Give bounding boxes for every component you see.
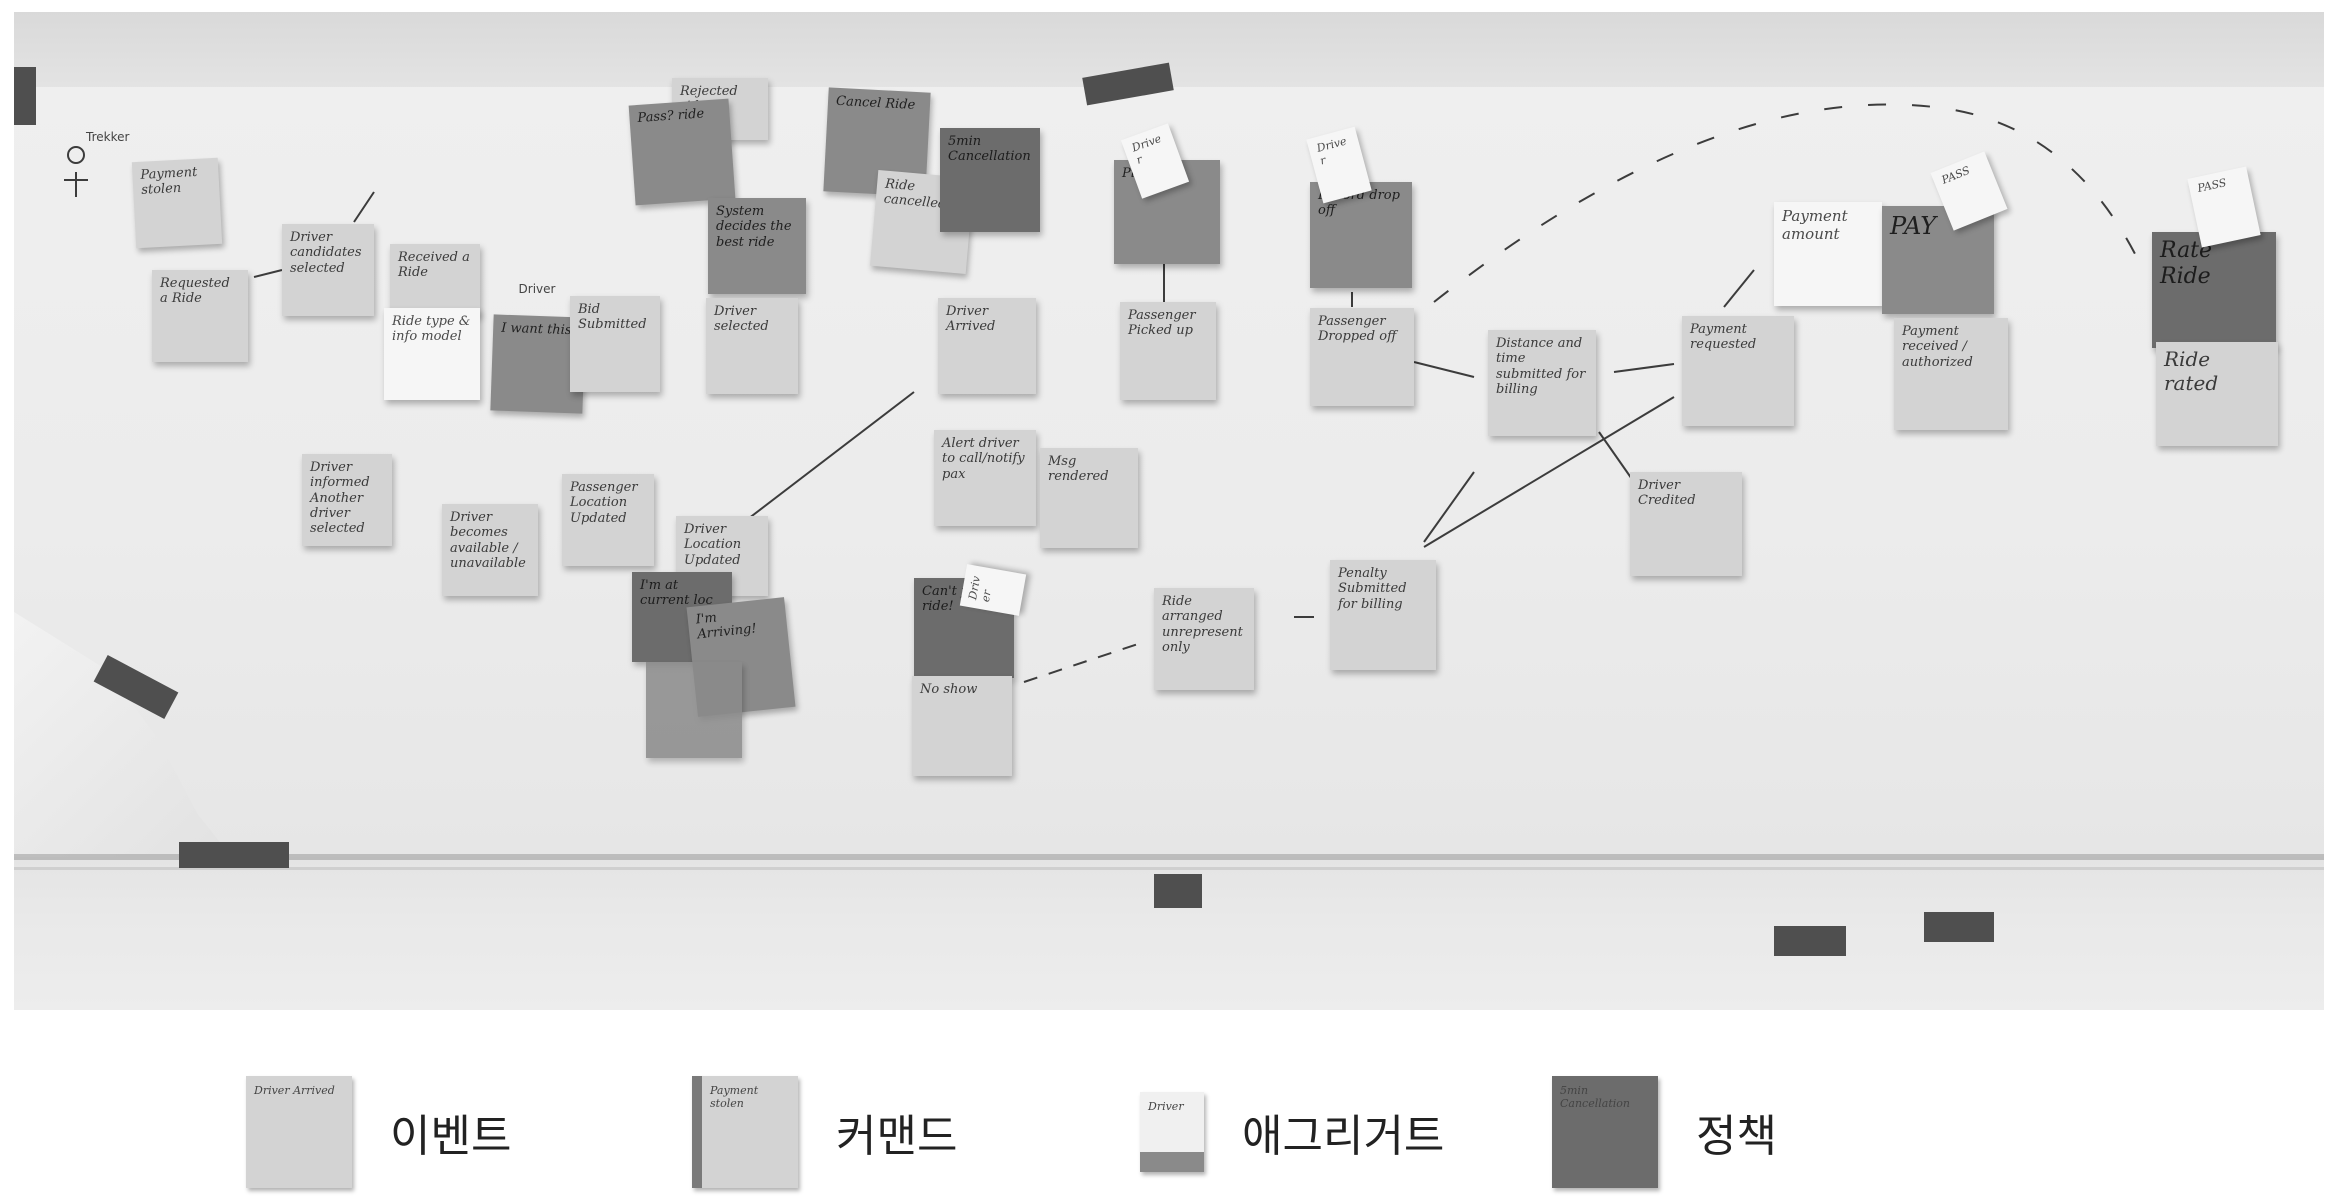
sticky-note: Driver becomes available / unavailable [442, 504, 538, 596]
sticky-note: Driver selected [706, 298, 798, 394]
sticky-note: System decides the best ride [708, 198, 806, 294]
tape [1924, 912, 1994, 942]
sticky-note: Payment amount [1774, 202, 1882, 306]
sticky-note: Distance and time submitted for billing [1488, 330, 1596, 436]
sticky-note: Alert driver to call/notify pax [934, 430, 1036, 526]
actor-driver: Driver [518, 282, 556, 296]
sticky-note: Driver candidates selected [282, 224, 374, 316]
sticky-note: Payment requested [1682, 316, 1794, 426]
sticky-note: Ride arranged unrepresent only [1154, 588, 1254, 690]
sticky-note: Driver Credited [1630, 472, 1742, 576]
sticky-note: Payment received / authorized [1894, 318, 2008, 430]
wall-rail [14, 854, 2324, 860]
sticky-note: Driver Arrived [938, 298, 1036, 394]
sticky-note: Passenger Picked up [1120, 302, 1216, 400]
tape [14, 67, 36, 125]
legend-item-event: Driver Arrived 이벤트 [246, 1076, 511, 1188]
sticky-note: PAY [1882, 206, 1994, 314]
sticky-note: No show [912, 676, 1012, 776]
legend-label-event: 이벤트 [390, 1111, 512, 1162]
tape [1154, 874, 1202, 908]
legend-label-command: 커맨드 [836, 1111, 958, 1162]
legend-item-aggregate: Driver 애그리거트 [1140, 1076, 1444, 1188]
sticky-note: Ride rated [2156, 342, 2278, 446]
sticky-note: Passenger Dropped off [1310, 308, 1414, 406]
wall-rail-shadow [14, 867, 2324, 870]
legend-swatch-aggregate: Driver [1140, 1092, 1204, 1172]
sticky-note: Penalty Submitted for billing [1330, 560, 1436, 670]
legend: Driver Arrived 이벤트 Payment stolen 커맨드 Dr… [180, 1016, 1880, 1204]
legend-swatch-command: Payment stolen [692, 1076, 798, 1188]
sticky-note: 5min Cancellation [940, 128, 1040, 232]
sticky-note: Driver informed Another driver selected [302, 454, 392, 546]
sticky-note: Rate Ride [2152, 232, 2276, 348]
tape [179, 842, 289, 868]
legend-label-policy: 정책 [1696, 1111, 1777, 1162]
legend-item-command: Payment stolen 커맨드 [692, 1076, 957, 1188]
sticky-note: Pass? ride [628, 98, 736, 206]
actor-trekker: Trekker [86, 130, 130, 144]
sticky-note: Bid Submitted [570, 296, 660, 392]
sticky-note: Passenger Location Updated [562, 474, 654, 566]
legend-item-policy: 5min Cancellation 정책 [1552, 1076, 1777, 1188]
hand-drawn-arrows [64, 103, 2145, 683]
tape [1774, 926, 1846, 956]
sticky-note [646, 662, 742, 758]
sticky-note: Ride type & info model [384, 308, 480, 400]
sticky-note: Msg rendered [1040, 448, 1138, 548]
sticky-note: Requested a Ride [152, 270, 248, 362]
legend-swatch-event: Driver Arrived [246, 1076, 352, 1188]
sticky-note: Payment stolen [131, 157, 223, 249]
sticky-note: Received a Ride [390, 244, 480, 316]
event-storming-photo: Trekker Payment stolen Requested a Ride … [14, 12, 2324, 1010]
legend-swatch-policy: 5min Cancellation [1552, 1076, 1658, 1188]
legend-label-aggregate: 애그리거트 [1242, 1111, 1445, 1162]
